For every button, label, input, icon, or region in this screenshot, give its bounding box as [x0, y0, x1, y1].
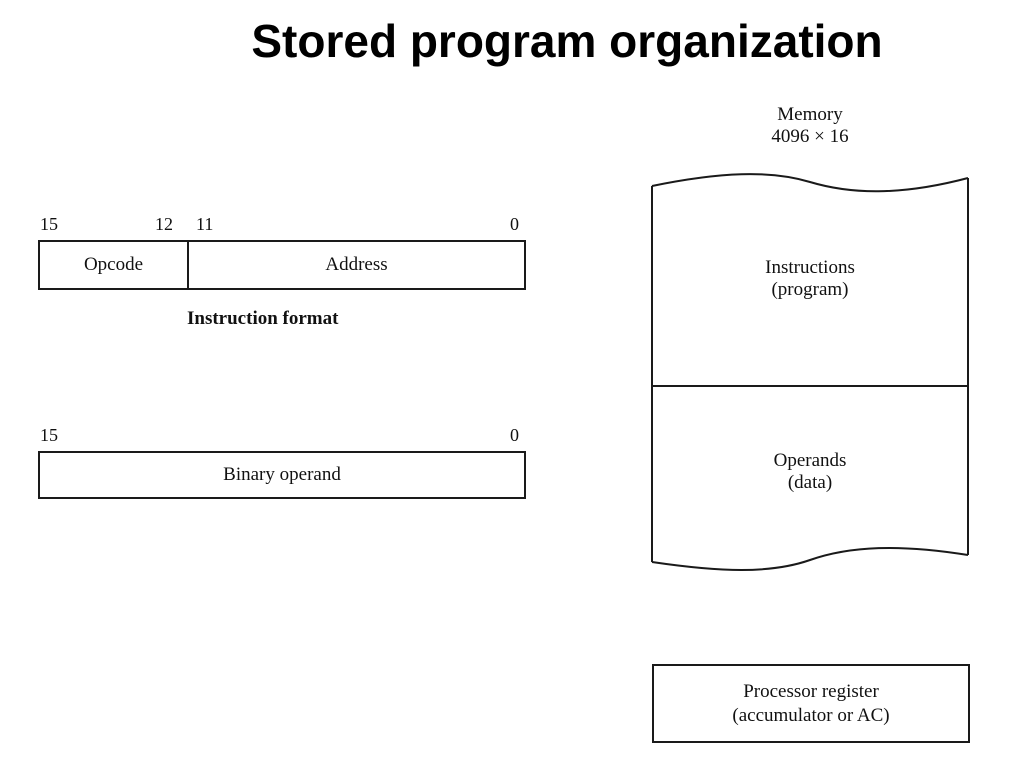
memory-top-edge	[651, 173, 969, 193]
memory-instructions-section: Instructions (program)	[660, 257, 960, 301]
bit-label-11: 11	[196, 214, 214, 234]
binary-operand-field: Binary operand	[223, 464, 341, 485]
opcode-field: Opcode	[40, 242, 189, 288]
bit-label-15: 15	[40, 214, 58, 234]
memory-size: 4096 × 16	[771, 126, 849, 147]
processor-register-label: Processor register	[743, 680, 879, 702]
data-label: (data)	[787, 472, 833, 493]
operands-label: Operands	[773, 450, 847, 471]
memory-bottom-edge	[651, 546, 969, 571]
memory-title: Memory	[777, 104, 843, 125]
processor-register-box: Processor register (accumulator or AC)	[652, 664, 970, 743]
accumulator-label: (accumulator or AC)	[732, 704, 890, 726]
memory-header: Memory 4096 × 16	[660, 104, 960, 148]
instructions-label: Instructions	[765, 257, 855, 278]
address-field: Address	[325, 254, 388, 275]
memory-operands-section: Operands (data)	[660, 450, 960, 494]
operand-bit-label-0: 0	[510, 425, 519, 445]
instruction-format-box: Opcode Address	[38, 240, 526, 290]
bit-label-12: 12	[155, 214, 173, 234]
binary-operand-box: Binary operand	[38, 451, 526, 499]
bit-label-0: 0	[510, 214, 519, 234]
instruction-format-caption: Instruction format	[187, 308, 339, 329]
slide-title: Stored program organization	[251, 15, 883, 67]
program-label: (program)	[771, 279, 849, 300]
operand-bit-label-15: 15	[40, 425, 58, 445]
